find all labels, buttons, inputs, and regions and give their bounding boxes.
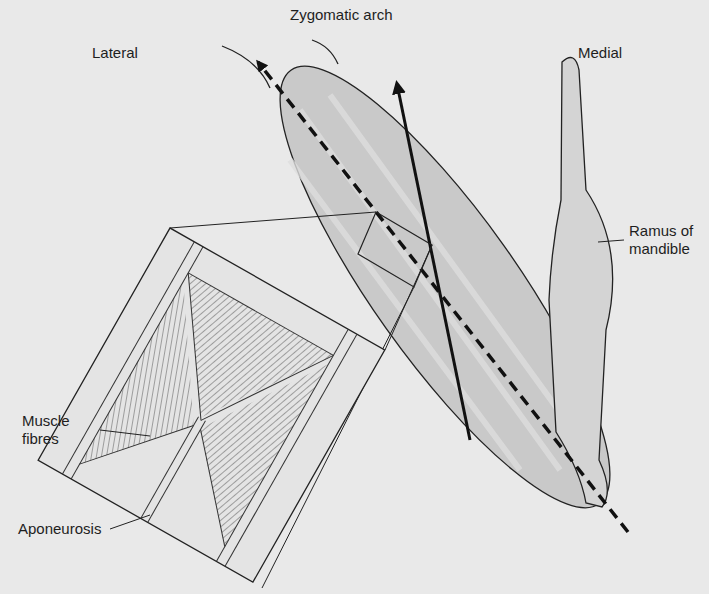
- side-label: Medial: [578, 44, 668, 62]
- bone-label: Ramus of mandible: [629, 222, 705, 258]
- side-label: Lateral: [92, 44, 182, 62]
- tissue-label: Aponeurosis: [18, 520, 118, 538]
- arch-label: Zygomatic arch: [290, 6, 430, 24]
- arch-edge: [222, 46, 270, 88]
- ramus-bone: [549, 58, 613, 508]
- detail-box: [358, 212, 432, 287]
- arch-edge: [312, 40, 338, 64]
- leader-line: [598, 240, 624, 242]
- leader-line: [100, 430, 150, 436]
- solid-force-arrow: [397, 84, 470, 440]
- leader-line: [110, 515, 150, 529]
- tissue-label: Muscle fibres: [22, 412, 102, 448]
- projection-line: [170, 212, 376, 228]
